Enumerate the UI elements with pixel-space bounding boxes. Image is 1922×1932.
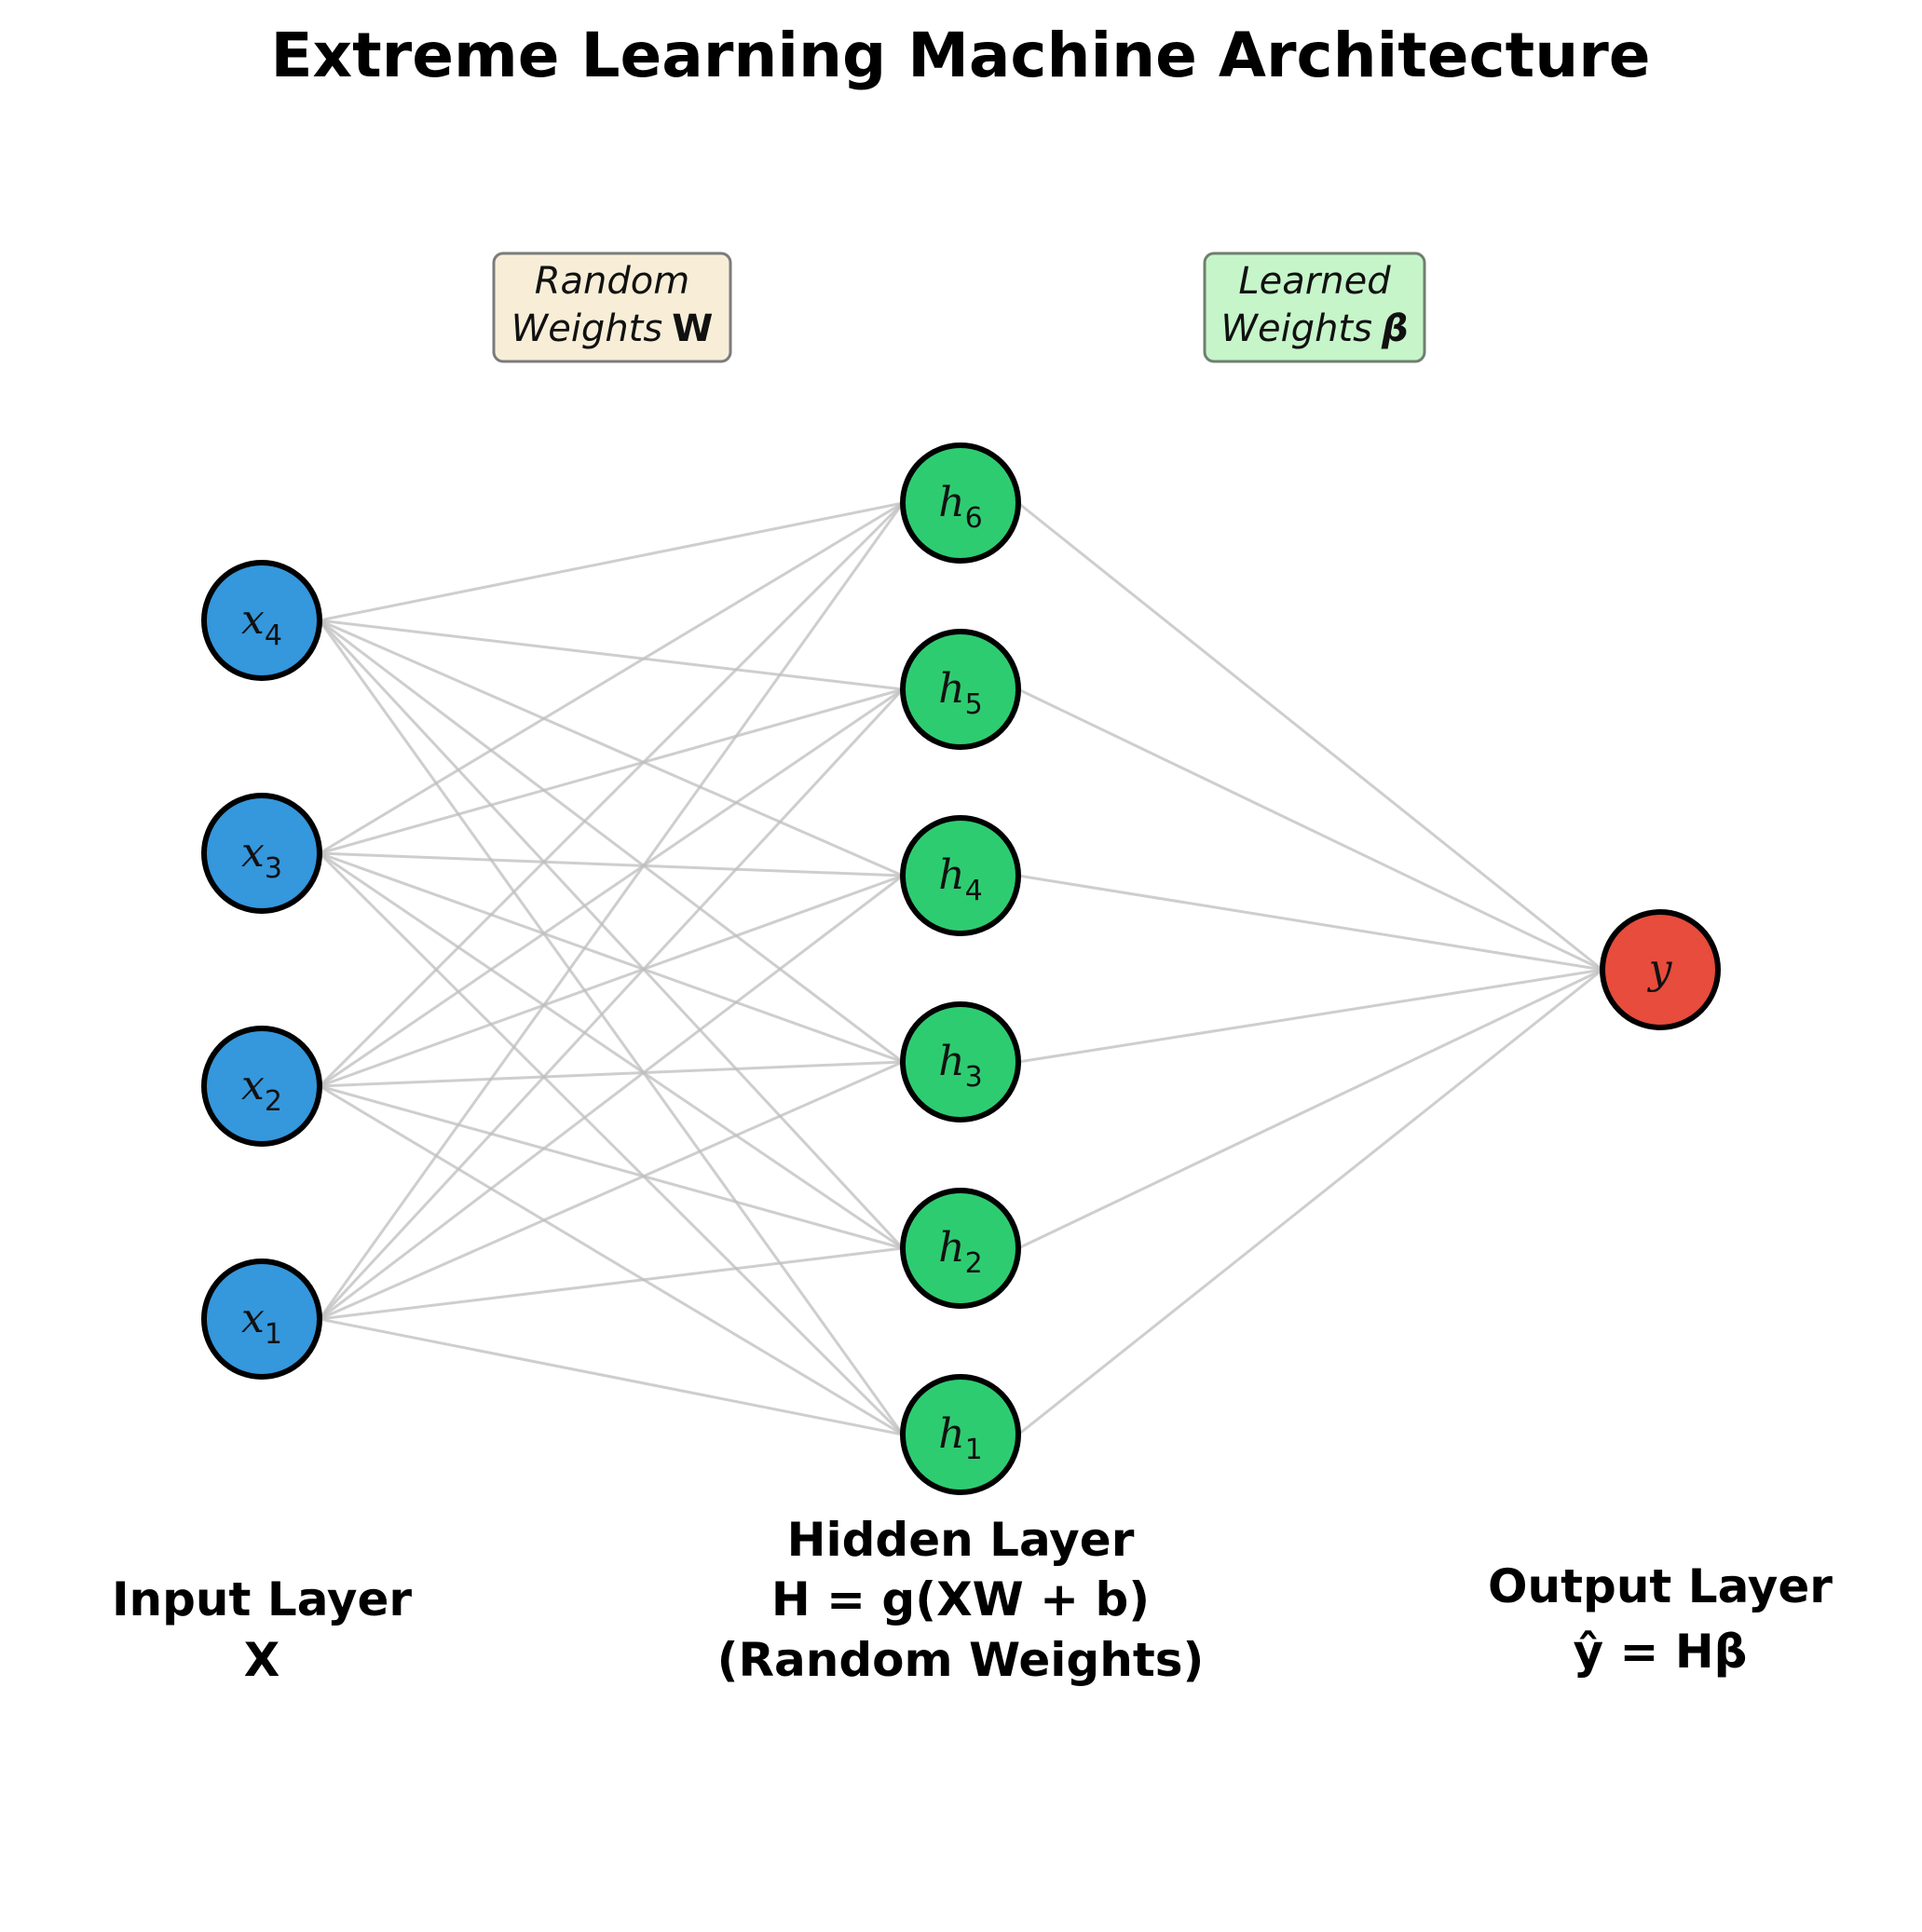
edge-input-hidden [319,687,904,855]
hidden-layer-note: (Random Weights) [717,1633,1205,1687]
edge-input-hidden [319,1246,904,1321]
input-node-x4: x4 [201,560,322,681]
edge-input-hidden [319,1084,904,1250]
hidden-layer-label: Hidden Layer H = g(XW + b) (Random Weigh… [717,1513,1205,1687]
hidden-node-label: h2 [938,1224,982,1280]
learned-weights-symbol: β [1381,307,1409,350]
edge-input-hidden [318,619,905,1250]
edge-input-hidden [318,502,905,1320]
input-node-circle [201,560,322,681]
output-node-label: y [1647,946,1673,993]
hidden-node-h5: h5 [900,629,1021,750]
edge-hidden-output [1017,968,1603,1064]
output-layer-formula: ŷ = Hβ [1574,1625,1748,1679]
hidden-node-circle [900,1001,1021,1122]
edge-input-hidden [319,619,904,878]
edge-input-hidden [319,851,904,1250]
hidden-node-h2: h2 [900,1188,1021,1309]
input-node-circle [201,793,322,914]
input-node-label: x2 [241,1062,282,1118]
learned-weights-line1: Learned [1238,260,1391,303]
hidden-node-label: h1 [938,1410,982,1466]
hidden-node-h3: h3 [900,1001,1021,1122]
edge-input-hidden [318,687,905,1321]
input-node-circle [201,1259,322,1380]
edge-input-hidden [318,851,905,1436]
hidden-node-label: h3 [938,1038,982,1094]
hidden-node-circle [900,815,1021,936]
connection-edges [318,501,1603,1436]
random-weights-box-frame [492,252,732,363]
edge-input-hidden [318,619,905,1435]
learned-weights-box-frame [1203,252,1426,363]
hidden-layer-formula: H = g(XW + b) [771,1572,1150,1626]
network-nodes: x4 x3 x2 x1 h6 h5 h4 h3 h2 h1 y [201,442,1721,1495]
hidden-node-circle [900,629,1021,750]
input-layer-title: Input Layer [112,1572,412,1626]
hidden-layer-title: Hidden Layer [787,1513,1135,1567]
input-layer-label: Input Layer X [112,1572,412,1687]
edge-hidden-output [1017,501,1603,972]
hidden-node-circle [900,442,1021,564]
edge-input-hidden [319,851,904,1064]
edge-input-hidden [319,501,904,855]
input-node-x1: x1 [201,1259,322,1380]
input-layer-formula: X [244,1633,280,1687]
output-layer-label: Output Layer ŷ = Hβ [1488,1559,1833,1679]
edge-input-hidden [319,619,904,691]
edge-input-hidden [319,1060,904,1088]
edge-input-hidden [319,501,904,622]
hidden-node-circle [900,1188,1021,1309]
input-node-x2: x2 [201,1026,322,1147]
learned-weights-word: Weights [1220,307,1372,350]
output-layer-title: Output Layer [1488,1559,1833,1613]
hidden-node-label: h5 [938,665,982,721]
edge-input-hidden [319,874,904,1088]
input-node-label: x4 [241,596,282,652]
edge-hidden-output [1017,874,1603,972]
input-node-label: x1 [241,1295,282,1351]
edge-input-hidden [319,874,904,1321]
edge-hidden-output [1017,968,1603,1250]
hidden-node-h1: h1 [900,1374,1021,1495]
hidden-node-label: h6 [938,479,982,535]
output-node-y: y [1600,909,1721,1030]
edge-input-hidden [319,1084,904,1436]
input-node-x3: x3 [201,793,322,914]
edge-hidden-output [1017,968,1603,1436]
hidden-node-h6: h6 [900,442,1021,564]
edge-hidden-output [1017,687,1603,972]
edge-input-hidden [319,851,904,878]
input-node-label: x3 [241,829,282,885]
edge-input-hidden [318,501,905,1088]
random-weights-word: Weights [511,307,663,350]
diagram-title: Extreme Learning Machine Architecture [270,20,1650,91]
input-node-circle [201,1026,322,1147]
edge-input-hidden [319,687,904,1088]
random-weights-symbol: W [672,307,713,350]
random-weights-line1: Random [535,260,689,303]
edge-input-hidden [319,619,904,1064]
output-node-circle [1600,909,1721,1030]
edge-input-hidden [319,1060,904,1321]
edge-input-hidden [319,1317,904,1436]
hidden-node-h4: h4 [900,815,1021,936]
hidden-node-circle [900,1374,1021,1495]
hidden-node-label: h4 [938,851,982,907]
